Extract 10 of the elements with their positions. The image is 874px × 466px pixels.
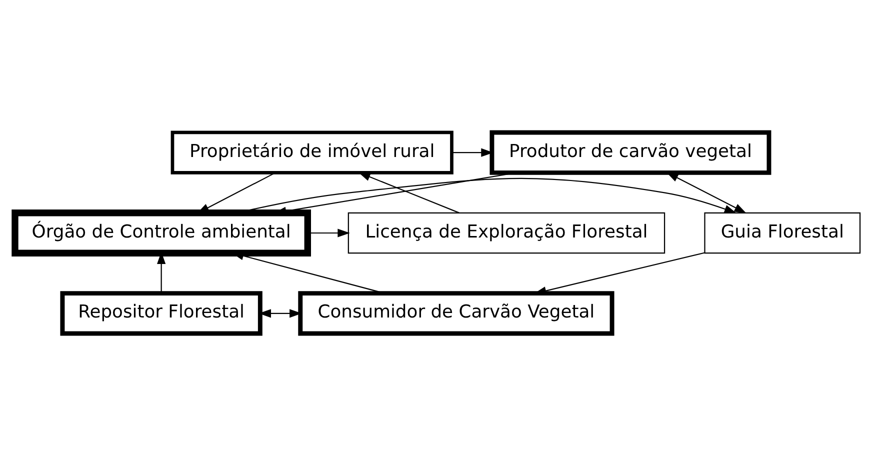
node-box: Proprietário de imóvel rural [170, 130, 453, 174]
arrow [358, 172, 459, 214]
node-box: Consumidor de Carvão Vegetal [298, 291, 614, 336]
node-box: Guia Florestal [704, 212, 860, 254]
arrow [666, 172, 746, 214]
arrow [452, 148, 493, 157]
node-box: Licença de Exploração Florestal [347, 212, 665, 254]
node-box: Órgão de Controle ambiental [11, 210, 310, 256]
node-box: Repositor Florestal [60, 291, 262, 336]
node-box: Produtor de carvão vegetal [489, 130, 771, 175]
